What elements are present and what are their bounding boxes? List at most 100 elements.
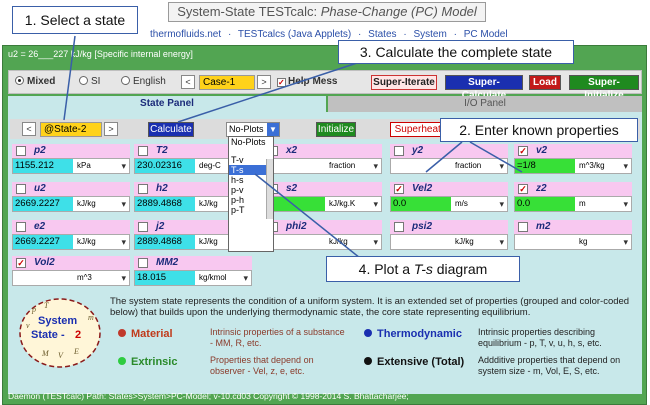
state-select[interactable]: @State-2 [40, 122, 102, 137]
svg-text:p: p [31, 305, 36, 314]
s2-unit-select[interactable]: kJ/kg.K [327, 197, 381, 211]
legend-extensive: Extensive (Total) [364, 356, 464, 368]
plot-option-h-s[interactable]: h-s [231, 175, 244, 185]
Vol2-value[interactable] [13, 271, 73, 285]
app-title: System-State TESTcalc: Phase-Change (PC)… [168, 2, 486, 22]
radio-mixed[interactable]: Mixed [15, 76, 55, 87]
help-messages-checkbox[interactable]: ✓Help Mess [277, 76, 338, 87]
phi2-unit-select[interactable]: kJ/kg [327, 235, 381, 249]
x2-value[interactable] [265, 159, 325, 173]
tab-state-panel[interactable]: State Panel [8, 96, 326, 112]
v2-unit-select[interactable]: m^3/kg [577, 159, 631, 173]
checkbox-checked-icon[interactable]: ✓ [394, 184, 404, 194]
bullet-icon [118, 357, 126, 365]
plot-option-p-T[interactable]: p-T [231, 205, 245, 215]
checkbox-icon[interactable] [394, 146, 404, 156]
phi2-value[interactable] [265, 235, 325, 249]
legend-extrinsic-desc: Properties that depend on observer - Vel… [210, 355, 314, 376]
checkbox-checked-icon[interactable]: ✓ [518, 184, 528, 194]
plot-option-p-v[interactable]: p-v [231, 185, 244, 195]
nav-link-states[interactable]: States [368, 29, 397, 40]
dropdown-scrollbar[interactable] [266, 159, 273, 219]
super-iterate-button[interactable]: Super-Iterate [371, 75, 437, 90]
super-calculate-button[interactable]: Super-Calculate [445, 75, 523, 101]
radio-si[interactable]: SI [79, 76, 100, 87]
p2-unit-select[interactable]: kPa [75, 159, 129, 173]
Vol2-unit-select[interactable]: m^3 [75, 271, 129, 285]
cell-phi2: phi2 kJ/kg [264, 220, 382, 250]
bullet-icon [364, 357, 372, 365]
case-select[interactable]: Case-1 [199, 75, 255, 90]
checkbox-icon[interactable] [16, 146, 26, 156]
e2-value[interactable]: 2669.2227 [13, 235, 73, 249]
calculate-button[interactable]: Calculate [148, 122, 194, 137]
checkbox-icon[interactable] [138, 184, 148, 194]
plot-option-no-plots[interactable]: No-Plots [231, 137, 266, 147]
checkbox-checked-icon[interactable]: ✓ [16, 258, 26, 268]
y2-value[interactable] [391, 159, 451, 173]
cell-Vol2: ✓Vol2 m^3 [12, 256, 130, 286]
checkbox-icon[interactable] [16, 184, 26, 194]
m2-value[interactable] [515, 235, 575, 249]
j2-value[interactable]: 2889.4868 [135, 235, 195, 249]
bullet-icon [118, 329, 126, 337]
v2-value[interactable]: =1/8 [515, 159, 575, 173]
checkbox-icon[interactable] [518, 222, 528, 232]
m2-unit-select[interactable]: kg [577, 235, 631, 249]
e2-unit-select[interactable]: kJ/kg [75, 235, 129, 249]
z2-unit-select[interactable]: m [577, 197, 631, 211]
checkbox-icon[interactable] [16, 222, 26, 232]
u2-unit-select[interactable]: kJ/kg [75, 197, 129, 211]
plot-select[interactable]: No-Plots ▼ [226, 122, 280, 137]
plot-option-t-v[interactable]: T-v [231, 155, 244, 165]
case-next-button[interactable]: > [257, 75, 271, 89]
cell-m2: m2 kg [514, 220, 632, 250]
nav-link-thermofluids[interactable]: thermofluids.net [150, 29, 222, 40]
checkbox-icon[interactable] [138, 146, 148, 156]
nav-link-pc-model[interactable]: PC Model [463, 29, 508, 40]
Vel2-value[interactable]: 0.0 [391, 197, 451, 211]
MM2-unit-select[interactable]: kg/kmol [197, 271, 251, 285]
tab-io-panel[interactable]: I/O Panel [328, 96, 642, 112]
nav-link-testcalcs[interactable]: TESTcalcs (Java Applets) [237, 29, 352, 40]
radio-english[interactable]: English [121, 76, 166, 87]
checkbox-checked-icon[interactable]: ✓ [518, 146, 528, 156]
load-button[interactable]: Load [529, 75, 561, 90]
z2-value[interactable]: 0.0 [515, 197, 575, 211]
u2-value[interactable]: 2669.2227 [13, 197, 73, 211]
checkbox-icon[interactable] [138, 258, 148, 268]
svg-text:v: v [26, 321, 30, 330]
state-prev-button[interactable]: < [22, 122, 36, 136]
breadcrumb: thermofluids.net · TESTcalcs (Java Apple… [150, 29, 508, 40]
T2-value[interactable]: 230.02316 [135, 159, 195, 173]
p2-value[interactable]: 1155.212 [13, 159, 73, 173]
plot-option-t-s[interactable]: T-s [229, 165, 273, 175]
super-initialize-button[interactable]: Super-Initialize [569, 75, 639, 101]
psi2-value[interactable] [391, 235, 451, 249]
MM2-value[interactable]: 18.015 [135, 271, 195, 285]
logo-number: 2 [75, 329, 81, 341]
s2-value[interactable] [265, 197, 325, 211]
checkbox-icon[interactable] [138, 222, 148, 232]
checkbox-icon[interactable] [394, 222, 404, 232]
Vel2-unit-select[interactable]: m/s [453, 197, 507, 211]
case-prev-button[interactable]: < [181, 75, 195, 89]
footer-path: Daemon (TESTcalc) Path: States>System>PC… [8, 391, 409, 401]
state-next-button[interactable]: > [104, 122, 118, 136]
nav-link-system[interactable]: System [413, 29, 447, 40]
h2-value[interactable]: 2889.4868 [135, 197, 195, 211]
x2-unit-select[interactable]: fraction [327, 159, 381, 173]
psi2-unit-select[interactable]: kJ/kg [453, 235, 507, 249]
global-toolbar: Mixed SI English < Case-1 > ✓Help Mess S… [8, 70, 642, 101]
y2-unit-select[interactable]: fraction [453, 159, 507, 173]
cell-s2: s2 kJ/kg.K [264, 182, 382, 212]
initialize-button[interactable]: Initialize [316, 122, 356, 137]
legend-material: Material [118, 328, 173, 340]
radio-dot-icon [15, 76, 24, 85]
svg-text:M: M [41, 349, 50, 358]
plot-option-p-h[interactable]: p-h [231, 195, 245, 205]
